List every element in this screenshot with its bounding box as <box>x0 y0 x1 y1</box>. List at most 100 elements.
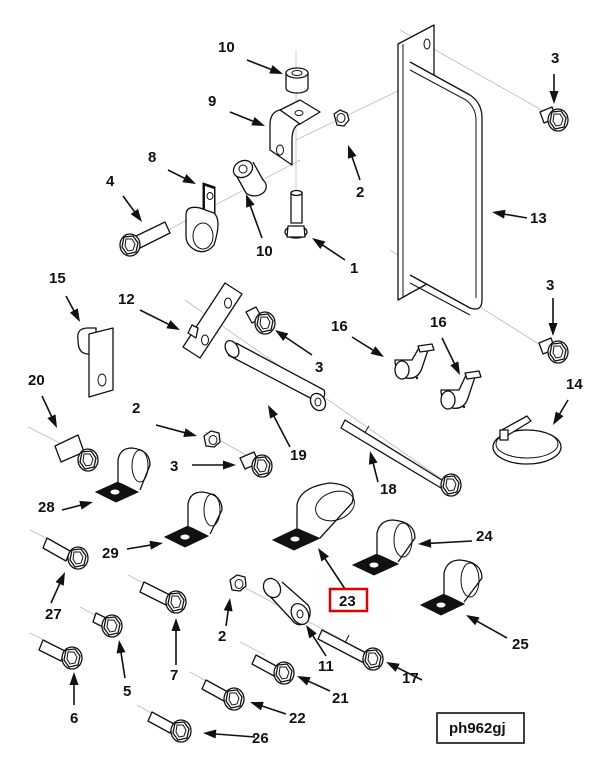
arrowhead-icon <box>69 308 80 322</box>
arrowhead-icon <box>130 208 142 222</box>
callout-27[interactable]: 27 <box>45 606 62 623</box>
part-spacer-10-top[interactable] <box>285 67 309 94</box>
part-plate-bracket-12[interactable] <box>182 282 243 359</box>
part-flange-nut-2-middle[interactable] <box>203 430 221 448</box>
leader-line-12 <box>139 309 174 328</box>
callout-5[interactable]: 5 <box>123 683 131 700</box>
callout-2-middle[interactable]: 2 <box>132 400 140 417</box>
callout-2-lower[interactable]: 2 <box>218 628 226 645</box>
part-bolt-27[interactable] <box>42 537 89 570</box>
part-flange-bolt-3-top[interactable] <box>539 106 569 132</box>
callout-12[interactable]: 12 <box>118 291 135 308</box>
part-bolt-5[interactable] <box>92 612 123 638</box>
callout-23[interactable]: 23 <box>339 593 356 610</box>
part-p-clamp-24[interactable] <box>351 519 416 576</box>
callout-19[interactable]: 19 <box>290 447 307 464</box>
part-long-bolt-18[interactable] <box>340 419 462 497</box>
callout-29[interactable]: 29 <box>102 545 119 562</box>
arrowhead-icon <box>116 640 126 654</box>
part-flange-nut-2-top[interactable] <box>333 109 350 127</box>
part-p-clamp-29[interactable] <box>163 491 223 548</box>
part-flange-bolt-3-middle[interactable] <box>245 306 276 335</box>
arrowhead-icon <box>250 701 264 711</box>
part-flange-bolt-7[interactable] <box>139 581 187 614</box>
callout-10-middle[interactable]: 10 <box>256 243 273 260</box>
callout-15[interactable]: 15 <box>49 270 66 287</box>
callout-3-right[interactable]: 3 <box>546 277 554 294</box>
part-spacer-10-middle[interactable] <box>230 157 267 197</box>
part-long-bolt-17[interactable] <box>317 629 384 671</box>
leader-line-25 <box>472 618 508 639</box>
arrowhead-icon <box>171 618 181 631</box>
part-bracket-with-stud-15[interactable] <box>77 327 114 398</box>
part-handle-13[interactable] <box>397 24 483 316</box>
part-flange-bolt-20[interactable] <box>54 434 99 472</box>
arrowhead-icon <box>553 411 564 425</box>
callout-16-left[interactable]: 16 <box>331 318 348 335</box>
part-spacer-11[interactable] <box>260 575 312 627</box>
part-bolt-26[interactable] <box>147 711 192 743</box>
part-p-clamp-28[interactable] <box>94 447 151 503</box>
callout-24[interactable]: 24 <box>476 528 493 545</box>
part-flange-bolt-6[interactable] <box>38 639 83 670</box>
arrowhead-icon <box>246 194 255 208</box>
callout-21[interactable]: 21 <box>332 690 349 707</box>
arrowhead-icon <box>166 320 180 330</box>
part-flange-bolt-3-lower[interactable] <box>239 451 273 478</box>
part-flange-nut-2-lower[interactable] <box>229 574 247 592</box>
callout-4[interactable]: 4 <box>106 173 115 190</box>
part-flange-bolt-1[interactable] <box>284 189 308 239</box>
arrowhead-icon <box>492 209 506 219</box>
arrowhead-icon <box>203 729 217 739</box>
callout-3-top[interactable]: 3 <box>551 50 559 67</box>
callout-6[interactable]: 6 <box>70 710 78 727</box>
callout-2-top[interactable]: 2 <box>356 184 364 201</box>
callout-26[interactable]: 26 <box>252 730 269 747</box>
callout-3-middle[interactable]: 3 <box>315 359 323 376</box>
arrowhead-icon <box>312 238 326 249</box>
part-p-clamp-8[interactable] <box>185 182 219 253</box>
part-angle-bracket-9[interactable] <box>269 99 321 166</box>
callout-8[interactable]: 8 <box>148 149 156 166</box>
part-tube-spacer-19[interactable] <box>222 338 328 413</box>
arrowhead-icon <box>55 572 65 586</box>
part-flange-bolt-3-right[interactable] <box>538 337 569 364</box>
leader-line-5 <box>119 647 126 679</box>
part-hose-clamp-14[interactable] <box>492 415 562 465</box>
callout-3-lower[interactable]: 3 <box>170 458 178 475</box>
callout-1[interactable]: 1 <box>350 260 358 277</box>
callout-22[interactable]: 22 <box>289 710 306 727</box>
callout-28[interactable]: 28 <box>38 499 55 516</box>
callout-18[interactable]: 18 <box>380 481 397 498</box>
arrowhead-icon <box>368 451 378 465</box>
part-elbow-fitting-16-right[interactable] <box>440 370 482 410</box>
callout-7[interactable]: 7 <box>170 667 178 684</box>
arrowhead-icon <box>297 676 311 686</box>
leader-line-17 <box>392 664 423 681</box>
callout-25[interactable]: 25 <box>512 636 529 653</box>
callout-9[interactable]: 9 <box>208 93 216 110</box>
part-bolt-22[interactable] <box>201 679 245 711</box>
callout-17[interactable]: 17 <box>402 670 419 687</box>
leader-line-2-middle <box>155 424 190 435</box>
reference-code: ph962gj <box>449 720 506 737</box>
arrowhead-icon <box>69 672 79 685</box>
leader-line-10-middle <box>247 201 263 239</box>
callout-11[interactable]: 11 <box>318 658 334 675</box>
part-elbow-fitting-16-left[interactable] <box>394 343 435 380</box>
part-flange-bolt-4[interactable] <box>119 221 171 257</box>
part-p-clamp-25[interactable] <box>419 559 483 616</box>
callout-20[interactable]: 20 <box>28 372 45 389</box>
part-p-clamp-23[interactable] <box>271 482 359 551</box>
callout-14[interactable]: 14 <box>566 376 583 393</box>
callout-13[interactable]: 13 <box>530 210 547 227</box>
arrowhead-icon <box>548 323 558 336</box>
arrowhead-icon <box>275 330 289 342</box>
callout-labels: 10 9 2 8 4 10 1 3 13 3 15 12 3 16 16 14 … <box>28 39 583 747</box>
leader-line-3-middle <box>281 333 313 356</box>
part-bolt-21[interactable] <box>251 654 295 685</box>
arrowhead-icon <box>182 174 196 184</box>
arrowhead-icon <box>223 598 233 612</box>
callout-16-right[interactable]: 16 <box>430 314 447 331</box>
callout-10-top[interactable]: 10 <box>218 39 235 56</box>
